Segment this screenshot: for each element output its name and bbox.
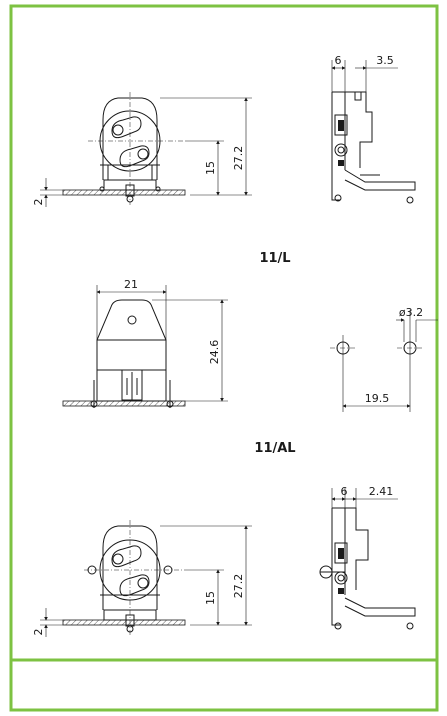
section-2-hole-pattern bbox=[330, 310, 438, 412]
label-11-L: 11/L bbox=[259, 251, 290, 266]
section-3-front-view bbox=[62, 520, 186, 635]
dim-side-width-6: 6 bbox=[335, 54, 342, 67]
dim-center-15: 15 bbox=[204, 161, 217, 175]
dim-width-21: 21 bbox=[124, 278, 138, 291]
dim-hole-spacing-19-5: 19.5 bbox=[365, 392, 390, 405]
dim-height-27-2-al: 27.2 bbox=[232, 574, 245, 599]
section-3-side-view bbox=[319, 507, 416, 630]
dim-side-width-6-al: 6 bbox=[341, 485, 348, 498]
section-2-front-dimensions bbox=[96, 285, 228, 402]
section-1-side-dimensions bbox=[331, 60, 398, 92]
section-2-front-view bbox=[62, 299, 186, 408]
dim-height-24-6: 24.6 bbox=[208, 340, 221, 365]
section-1-front-dimensions bbox=[40, 97, 252, 207]
section-3-front-dimensions bbox=[40, 525, 252, 637]
dim-center-15-al: 15 bbox=[204, 591, 217, 605]
dim-base-2-al: 2 bbox=[32, 629, 45, 636]
dim-side-offset-3-5: 3.5 bbox=[376, 54, 394, 67]
dim-base-2: 2 bbox=[32, 199, 45, 206]
section-3-side-dimensions bbox=[331, 488, 398, 508]
dim-side-offset-2-41: 2.41 bbox=[369, 485, 394, 498]
section-1-side-view bbox=[331, 91, 416, 204]
label-11-AL: 11/AL bbox=[254, 441, 295, 456]
drawing-frame bbox=[9, 4, 439, 712]
section-1-front-view bbox=[62, 92, 186, 205]
dim-hole-diameter-3-2: ø3.2 bbox=[399, 306, 423, 319]
dim-height-27-2: 27.2 bbox=[232, 146, 245, 171]
